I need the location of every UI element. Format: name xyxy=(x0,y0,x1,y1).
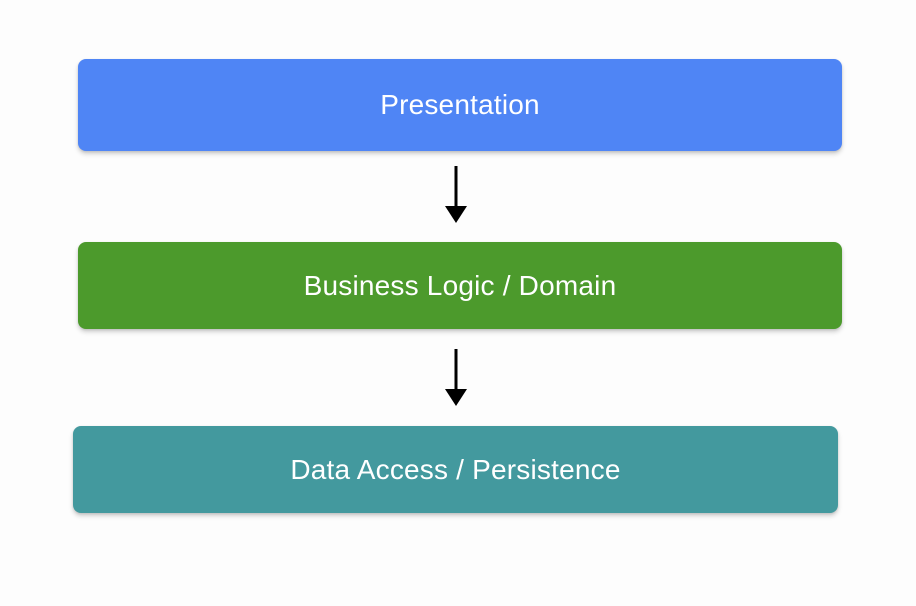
layer-box-presentation[interactable]: Presentation xyxy=(78,59,842,151)
arrow-down-icon-presentation-to-business xyxy=(445,166,467,223)
arrow-head xyxy=(445,389,467,406)
layer-label-business-logic: Business Logic / Domain xyxy=(303,269,617,301)
arrow-down-icon-business-to-data xyxy=(445,349,467,406)
arrow-head xyxy=(445,206,467,223)
layer-box-data-access[interactable]: Data Access / Persistence xyxy=(73,426,838,513)
layer-label-data-access: Data Access / Persistence xyxy=(290,453,621,485)
layer-box-business-logic[interactable]: Business Logic / Domain xyxy=(78,242,842,329)
layer-label-presentation: Presentation xyxy=(380,89,540,120)
